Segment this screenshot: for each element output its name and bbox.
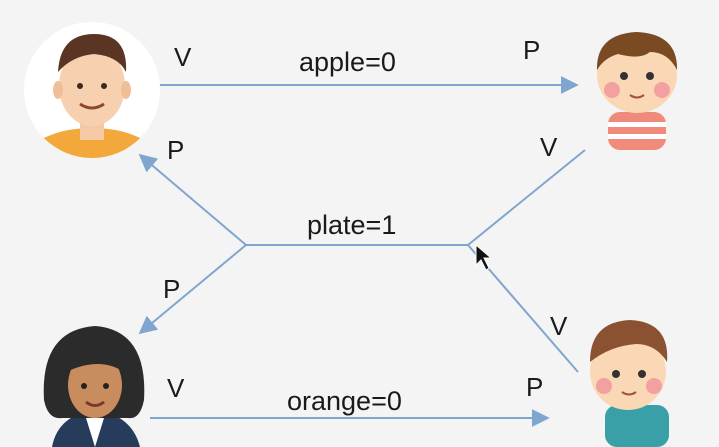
son-avatar [596,32,678,150]
mom-p-label: P [163,274,181,304]
daughter-v-label: V [550,311,568,341]
dad-p-label: P [167,135,185,165]
plate-to-mom-arrow [138,244,247,335]
mouse-cursor-icon [475,243,493,271]
son-to-plate-line [467,149,586,246]
daughter-avatar [590,320,669,447]
plate-to-dad-arrow [138,153,247,246]
mom-v-label: V [167,373,185,403]
son-v-label: V [540,132,558,162]
son-p-label: P [523,35,541,65]
daughter-p-label: P [526,372,544,402]
apple-label: apple=0 [299,47,396,77]
dad-avatar [24,22,160,158]
dad-v-label: V [174,42,192,72]
orange-label: orange=0 [287,386,402,416]
plate-label: plate=1 [307,210,397,240]
mom-avatar [43,326,145,447]
